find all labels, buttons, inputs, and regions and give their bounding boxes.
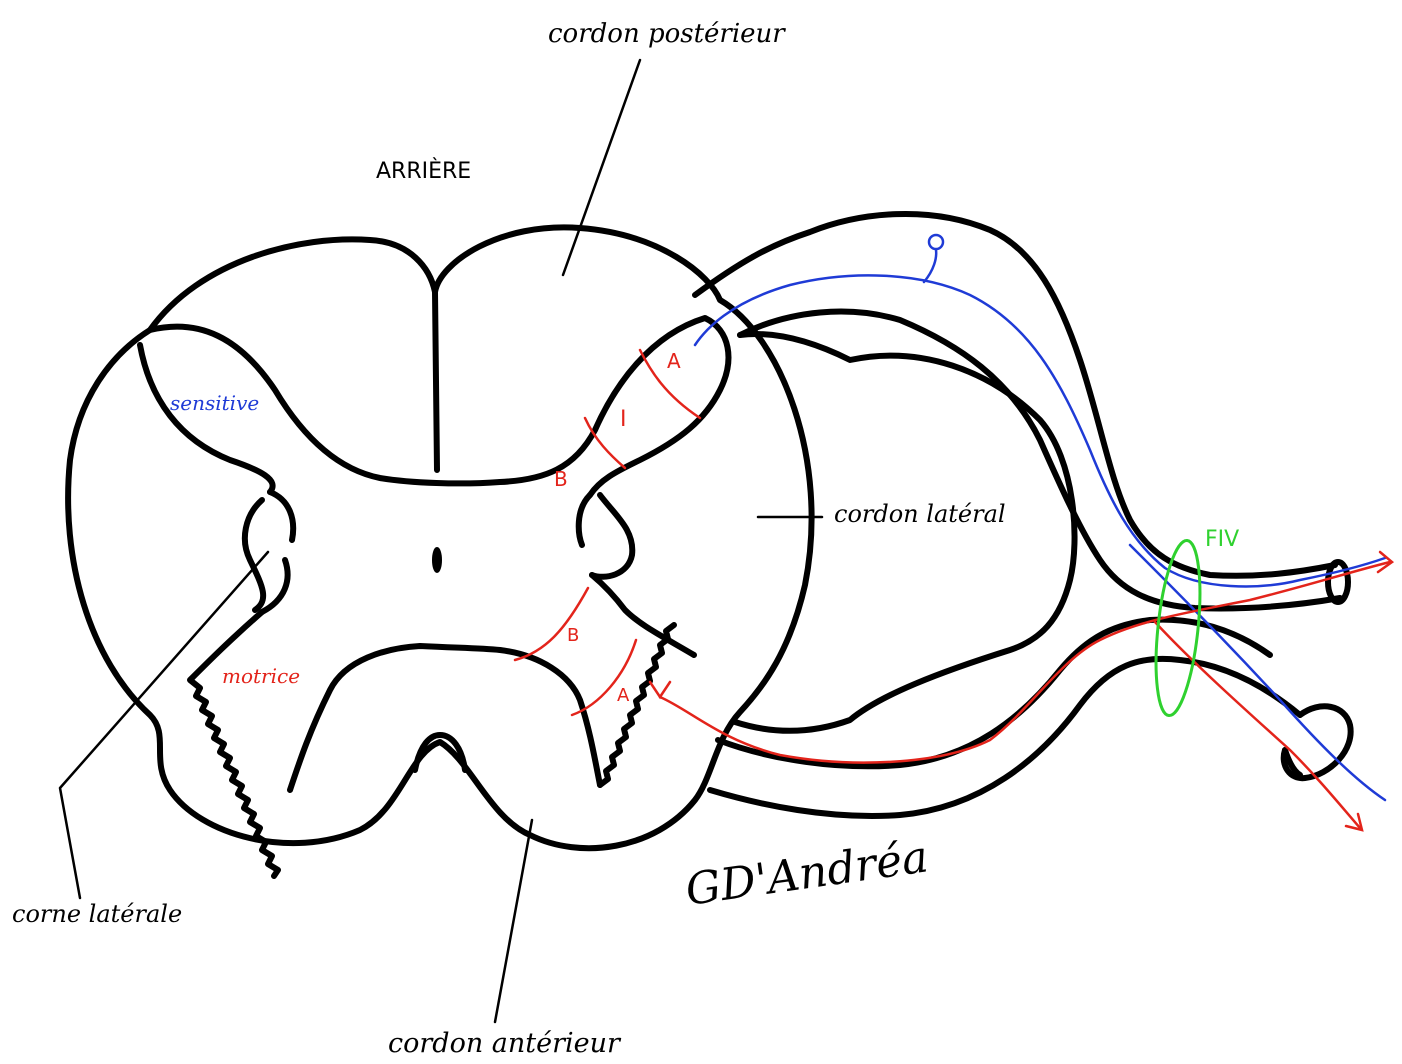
label-rear: ARRIÈRE bbox=[376, 158, 471, 184]
right-ventral-horn-top bbox=[592, 575, 694, 655]
posterior-median-septum bbox=[435, 292, 437, 470]
left-lateral-horn-notch bbox=[245, 500, 263, 610]
ventral-root-outer bbox=[710, 659, 1300, 816]
ventral-lamina-line-1 bbox=[515, 588, 588, 660]
ganglion-cell-body bbox=[929, 235, 943, 249]
right-lateral-horn-notch bbox=[592, 495, 632, 577]
signature: GD'Andréa bbox=[682, 831, 931, 915]
label-lateral-column: cordon latéral bbox=[834, 500, 1006, 528]
leader-line-dorsal-column bbox=[563, 60, 640, 275]
motor-axon-origin bbox=[650, 682, 670, 697]
right-lateral-horn bbox=[579, 495, 590, 545]
right-ventral-horn bbox=[500, 650, 600, 785]
motor-fiber-distal bbox=[1155, 622, 1360, 828]
central-canal bbox=[433, 548, 441, 572]
label-lateral-horn: corne latérale bbox=[12, 900, 182, 928]
label-ventral-lamina-a: A bbox=[617, 685, 630, 706]
label-foramen: FIV bbox=[1205, 527, 1239, 552]
label-dorsal-lamina-a: A bbox=[667, 349, 681, 373]
label-dorsal-column: cordon postérieur bbox=[548, 19, 786, 49]
right-ventral-horn-serrated bbox=[600, 625, 674, 785]
left-lateral-horn-lower bbox=[262, 560, 288, 612]
label-sensory: sensitive bbox=[170, 391, 259, 415]
label-ventral-column: cordon antérieur bbox=[388, 1028, 622, 1059]
label-dorsal-lamina-i: I bbox=[620, 407, 627, 432]
ventral-root-inner bbox=[718, 620, 1270, 767]
left-lateral-horn bbox=[270, 492, 293, 540]
label-dorsal-lamina-b: B bbox=[554, 467, 568, 491]
leader-line-lateral-horn bbox=[60, 552, 268, 898]
leader-line-ventral-column bbox=[495, 820, 532, 1022]
dorsal-lamina-line-2 bbox=[585, 418, 625, 468]
label-motor: motrice bbox=[222, 664, 300, 688]
ganglion-stem bbox=[924, 250, 936, 282]
label-ventral-lamina-b: B bbox=[567, 625, 579, 646]
left-dorsal-horn-lower bbox=[140, 345, 273, 492]
